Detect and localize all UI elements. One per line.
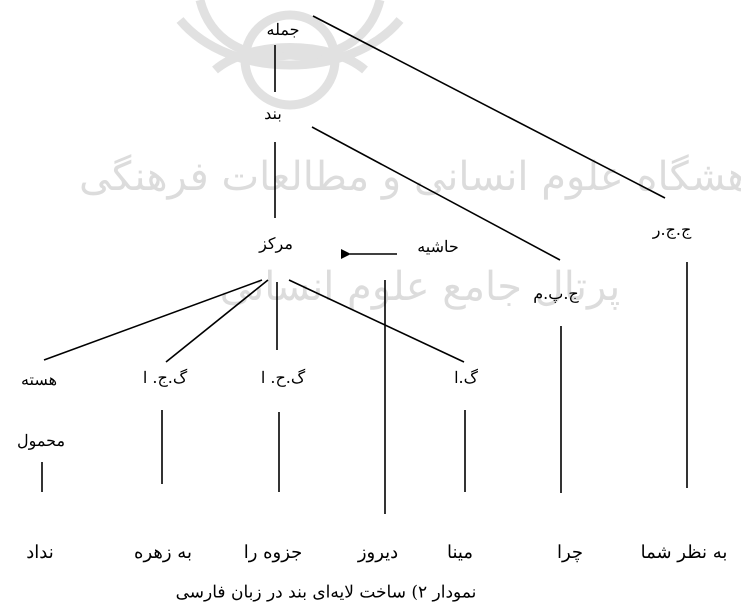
node-ga: گ.ا	[454, 368, 478, 387]
leaf-mina: مینا	[447, 542, 473, 563]
node-root: جمله	[266, 20, 300, 39]
node-clause: بند	[264, 104, 282, 123]
node-gj1: گ.ج. ا	[142, 368, 188, 387]
node-jjr: ج.ج.ر	[652, 220, 692, 239]
edge-core-nucleus	[43, 279, 263, 361]
watermark-text-1: پژوهشگاه علوم انسانی و مطالعات فرهنگی	[79, 154, 741, 200]
edge-clause-jpm	[311, 126, 561, 261]
leaf-be-nazar-shoma: به نظر شما	[640, 542, 728, 563]
node-margin: حاشیه	[417, 237, 459, 256]
figure-caption: نمودار ۲) ساخت لایه‌ای بند در زبان فارسی	[175, 582, 477, 603]
node-jpm: ج.پ.م	[533, 284, 579, 303]
leaf-nadad: نداد	[26, 542, 54, 563]
edge-core-gj1	[165, 279, 269, 363]
leaf-chera: چرا	[556, 542, 584, 563]
edge-root-jjr	[312, 15, 666, 199]
node-predicate: محمول	[16, 431, 66, 450]
leaf-jozve-ra: جزوه را	[243, 542, 303, 563]
watermark-text-2: پرتال جامع علوم انسانی	[220, 264, 621, 310]
edge-core-ga	[288, 279, 465, 363]
leaf-bezohre: به زهره	[134, 542, 192, 563]
leaf-dirooz: دیروز	[357, 542, 399, 563]
node-gh1: گ.ح. ا	[260, 368, 306, 387]
node-core: مرکز	[259, 234, 293, 253]
node-nucleus: هسته	[20, 370, 58, 389]
